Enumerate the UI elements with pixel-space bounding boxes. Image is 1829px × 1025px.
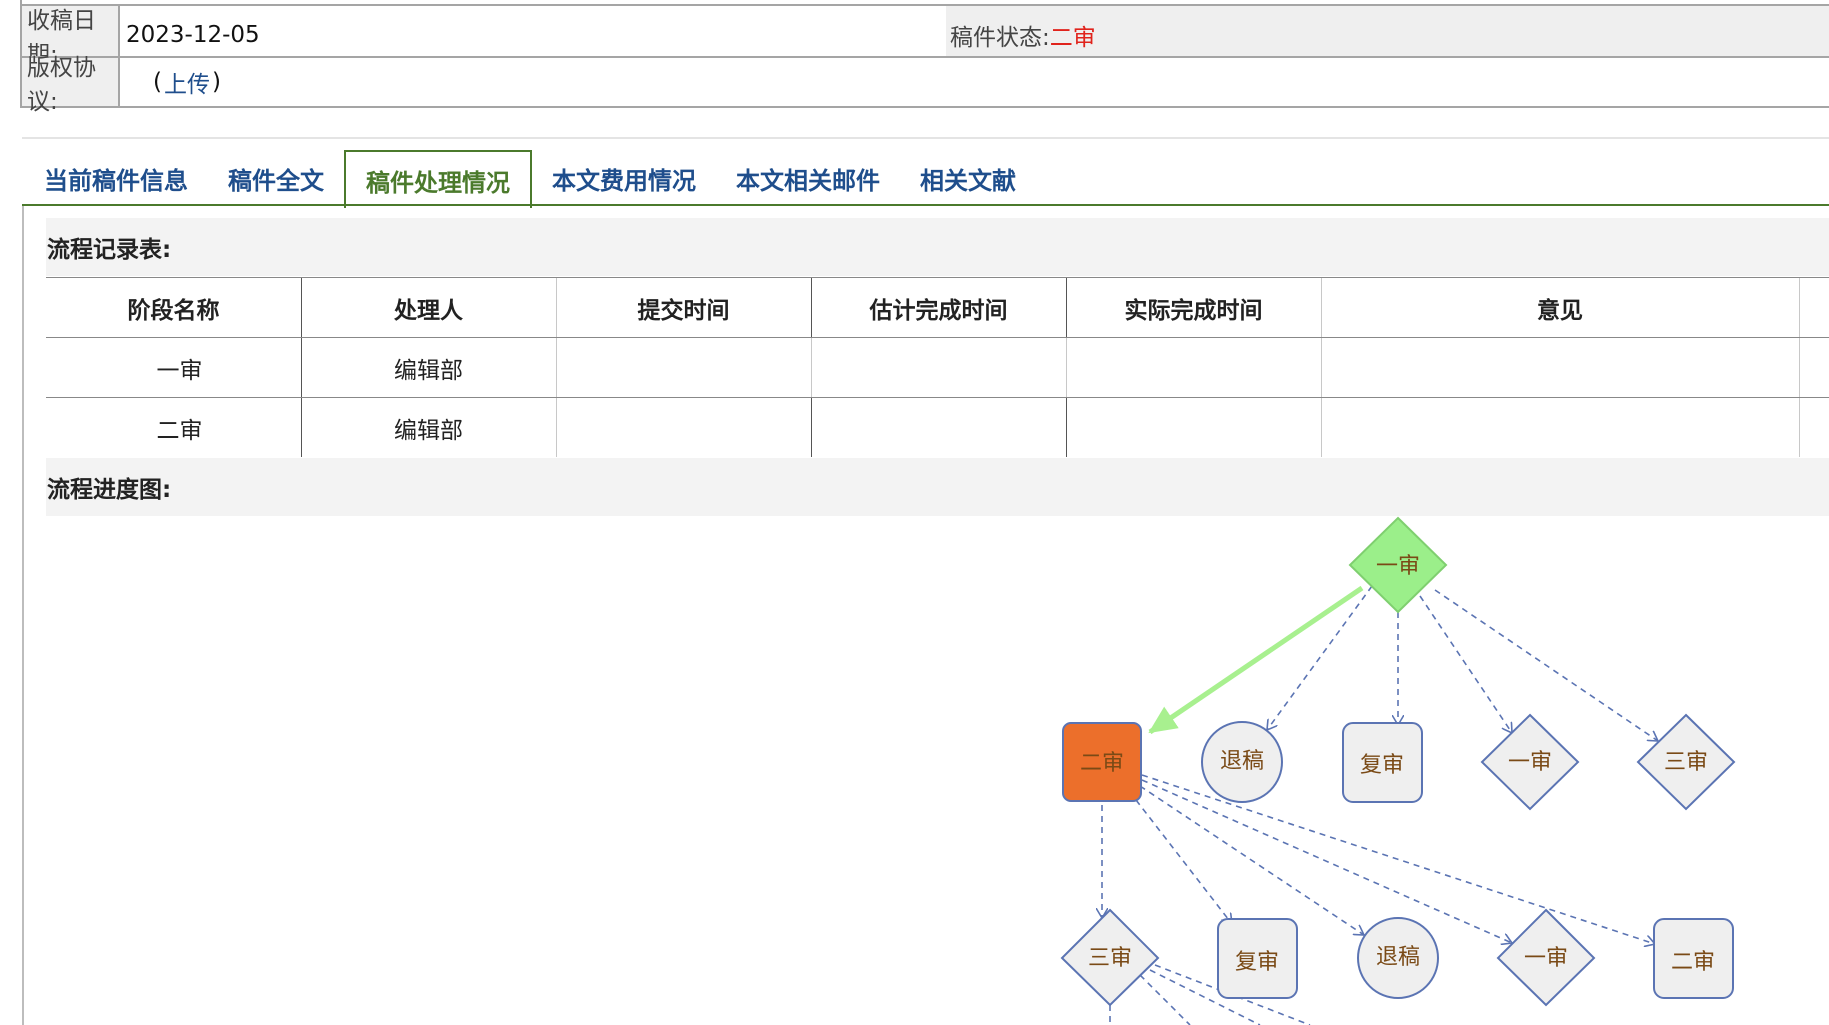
edge bbox=[1267, 585, 1373, 730]
node-reject[interactable]: 退稿 bbox=[1201, 721, 1283, 803]
col-divider bbox=[811, 338, 812, 397]
node-third-review-2[interactable]: 三审 bbox=[1060, 908, 1160, 1007]
copyright-label: 版权协议: bbox=[22, 55, 120, 115]
col-divider bbox=[1799, 398, 1800, 457]
node-label: 三审 bbox=[1088, 946, 1132, 971]
tab-mails[interactable]: 本文相关邮件 bbox=[736, 166, 880, 195]
cell-estimated-time bbox=[811, 398, 1066, 457]
copyright-prefix: ( bbox=[153, 69, 162, 95]
node-label: 一审 bbox=[1508, 750, 1552, 775]
tab-bar bbox=[22, 137, 1829, 209]
flow-record-title-bar: 流程记录表: bbox=[46, 218, 1829, 276]
col-divider bbox=[301, 278, 302, 337]
table-row: 二审 编辑部 bbox=[46, 397, 1829, 457]
table-row: 一审 编辑部 bbox=[46, 337, 1829, 397]
info-row-copyright: 版权协议: ( 上传 ) bbox=[22, 55, 1829, 115]
header-estimated-time: 估计完成时间 bbox=[869, 297, 1008, 324]
edge bbox=[1139, 785, 1364, 935]
flow-chart-title-bar: 流程进度图: bbox=[46, 458, 1829, 516]
col-divider bbox=[556, 398, 557, 457]
node-first-review[interactable]: 一审 bbox=[1480, 713, 1580, 811]
cell-stage: 一审 bbox=[156, 357, 203, 384]
edge bbox=[1141, 779, 1512, 943]
tab-references[interactable]: 相关文献 bbox=[920, 166, 1016, 195]
edge bbox=[1434, 589, 1658, 741]
upload-link[interactable]: 上传 bbox=[163, 72, 210, 98]
cell-opinion bbox=[1321, 398, 1799, 457]
node-label: 二审 bbox=[1671, 950, 1715, 975]
node-re-review[interactable]: 复审 bbox=[1342, 722, 1423, 803]
frame-left-top bbox=[20, 0, 22, 108]
col-divider bbox=[1799, 278, 1800, 337]
node-label: 复审 bbox=[1235, 950, 1279, 975]
cell-handler: 编辑部 bbox=[394, 357, 463, 384]
cell-estimated-time bbox=[811, 338, 1066, 397]
cell-actual-time bbox=[1066, 398, 1321, 457]
col-divider bbox=[556, 278, 557, 337]
table-header-row: 阶段名称 处理人 提交时间 估计完成时间 实际完成时间 意见 bbox=[46, 277, 1829, 337]
info-row-date: 收稿日期: 2023-12-05 稿件状态: 二审 bbox=[22, 4, 1829, 68]
cell-submit-time bbox=[556, 338, 811, 397]
edge bbox=[1419, 595, 1512, 733]
active-edge bbox=[1148, 585, 1364, 735]
col-divider bbox=[556, 338, 557, 397]
cell-handler: 编辑部 bbox=[394, 417, 463, 444]
node-first-review-2[interactable]: 一审 bbox=[1496, 908, 1596, 1007]
tab-fees[interactable]: 本文费用情况 bbox=[552, 166, 696, 195]
col-divider bbox=[1321, 338, 1322, 397]
col-divider bbox=[1066, 338, 1067, 397]
col-divider bbox=[301, 398, 302, 457]
header-opinion: 意见 bbox=[1537, 297, 1583, 324]
cell-stage: 二审 bbox=[156, 417, 203, 444]
flow-record-title: 流程记录表: bbox=[47, 237, 172, 263]
col-divider bbox=[1321, 398, 1322, 457]
col-divider bbox=[1066, 398, 1067, 457]
col-divider bbox=[1066, 278, 1067, 337]
tab-fulltext[interactable]: 稿件全文 bbox=[228, 166, 324, 195]
col-divider bbox=[811, 398, 812, 457]
node-re-review-2[interactable]: 复审 bbox=[1217, 918, 1298, 999]
tab-underline bbox=[22, 204, 1829, 206]
header-handler: 处理人 bbox=[394, 297, 463, 324]
node-second-review-current[interactable]: 二审 bbox=[1062, 722, 1142, 802]
node-second-review-2[interactable]: 二审 bbox=[1653, 918, 1734, 999]
node-label: 二审 bbox=[1080, 751, 1124, 776]
edge bbox=[1135, 799, 1232, 924]
node-first-review-done[interactable]: 一审 bbox=[1348, 516, 1448, 614]
col-divider bbox=[811, 278, 812, 337]
status-label: 稿件状态: bbox=[950, 25, 1050, 51]
cell-opinion bbox=[1321, 338, 1799, 397]
header-submit-time: 提交时间 bbox=[637, 297, 730, 324]
node-label: 退稿 bbox=[1376, 945, 1420, 970]
node-label: 一审 bbox=[1376, 554, 1420, 579]
node-label: 复审 bbox=[1360, 753, 1404, 778]
status-value: 二审 bbox=[1049, 25, 1096, 51]
content-left-border bbox=[22, 206, 24, 1025]
copyright-value: ( 上传 ) bbox=[121, 58, 1829, 106]
node-third-review[interactable]: 三审 bbox=[1636, 713, 1736, 811]
col-divider bbox=[301, 338, 302, 397]
cell-actual-time bbox=[1066, 338, 1321, 397]
col-divider bbox=[1799, 338, 1800, 397]
header-actual-time: 实际完成时间 bbox=[1124, 297, 1263, 324]
copyright-suffix: ) bbox=[211, 69, 221, 95]
node-label: 三审 bbox=[1664, 750, 1708, 775]
edge bbox=[1139, 974, 1191, 1025]
status-cell: 稿件状态: 二审 bbox=[946, 6, 1829, 64]
tab-current-info[interactable]: 当前稿件信息 bbox=[44, 166, 188, 195]
node-reject-2[interactable]: 退稿 bbox=[1357, 917, 1439, 999]
tab-processing[interactable]: 稿件处理情况 bbox=[344, 150, 532, 208]
col-divider bbox=[1321, 278, 1322, 337]
node-label: 一审 bbox=[1524, 946, 1568, 971]
cell-submit-time bbox=[556, 398, 811, 457]
date-label: 收稿日期: bbox=[22, 6, 120, 68]
header-stage: 阶段名称 bbox=[127, 297, 220, 324]
node-label: 退稿 bbox=[1220, 749, 1264, 774]
flow-chart-title: 流程进度图: bbox=[47, 477, 172, 503]
